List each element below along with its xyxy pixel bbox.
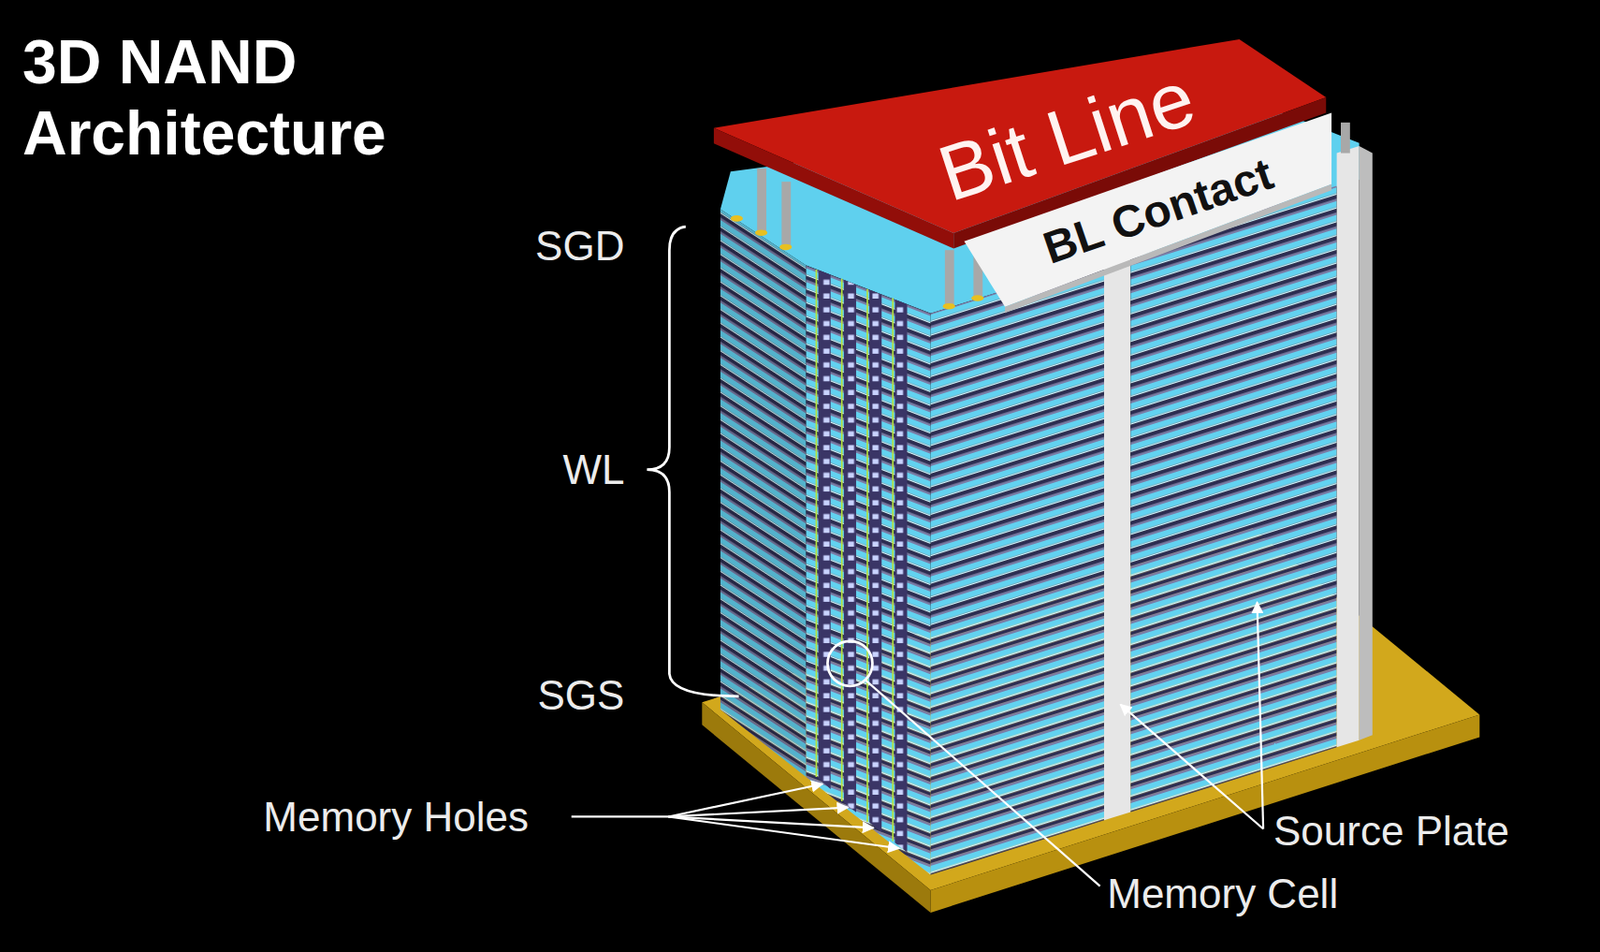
contact-dot <box>730 215 743 222</box>
memory-hole <box>818 270 831 789</box>
channel-liner <box>841 278 844 801</box>
gate-label: SGD <box>535 222 625 269</box>
part-label: Memory Holes <box>262 793 529 840</box>
source-plate <box>1337 145 1360 747</box>
memory-hole <box>869 290 882 832</box>
word-line-stack <box>930 259 1105 875</box>
contact-dot <box>943 303 956 310</box>
part-label: Source Plate <box>1273 807 1510 854</box>
diagram-title: 3D NAND Architecture <box>22 26 510 169</box>
bl-contact-plate: BL Contact <box>959 107 1338 318</box>
bl-contact-pillar <box>756 168 767 233</box>
layer-bracket <box>646 226 739 697</box>
word-line-stack <box>806 265 931 875</box>
memory-hole <box>843 279 857 813</box>
leader-line <box>571 814 670 817</box>
bl-contact-pillar <box>945 249 955 306</box>
source-plate <box>1104 211 1131 821</box>
memory-cell-marker <box>827 640 873 686</box>
channel-liner <box>815 269 818 777</box>
source-plate-side <box>1359 145 1373 741</box>
bl-contact-pillar <box>1340 122 1351 154</box>
word-line-stack <box>1130 185 1337 812</box>
part-label: Memory Cell <box>1106 870 1339 917</box>
gate-label: WL <box>562 446 625 493</box>
leader-line <box>668 815 899 848</box>
leader-line <box>668 807 848 817</box>
plate-face <box>713 127 954 248</box>
leader-line <box>1120 703 1264 829</box>
bl-contact-pillar <box>781 181 791 246</box>
stack-shade <box>720 209 807 777</box>
word-line-stack <box>720 209 807 777</box>
channel-liner <box>866 289 869 822</box>
contact-dot <box>971 294 984 302</box>
leader-line <box>865 679 1101 886</box>
contact-dot <box>779 244 792 251</box>
memory-hole <box>894 299 907 852</box>
leader-line <box>1257 601 1265 829</box>
channel-liner <box>891 297 894 841</box>
leader-line <box>668 815 873 828</box>
gate-label: SGS <box>538 671 626 718</box>
contact-dot <box>755 229 768 236</box>
